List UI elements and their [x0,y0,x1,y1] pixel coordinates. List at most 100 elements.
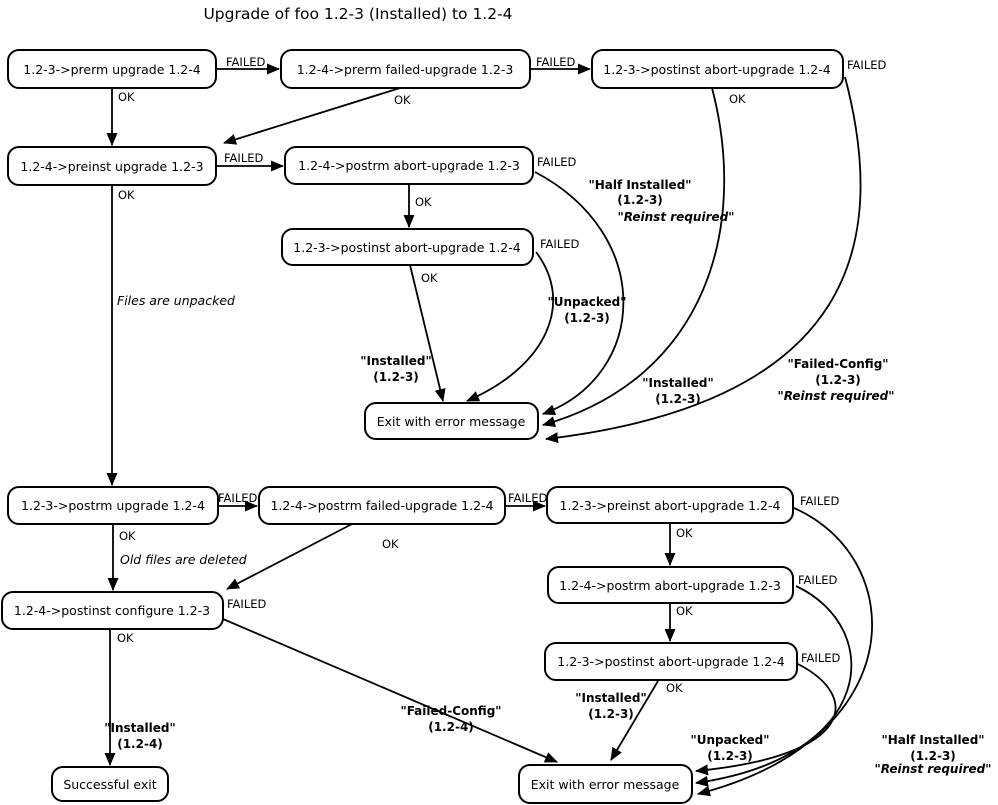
note-old-files-deleted: Old files are deleted [120,552,247,567]
edge-label-failed: FAILED [224,151,263,165]
edge-prermfailed-ok [223,87,401,145]
node-postinst-abort-top-label: 1.2-3->postinst abort-upgrade 1.2-4 [603,62,830,77]
edge-label-ok: OK [394,93,411,107]
edge-label-failed: FAILED [801,651,840,665]
edge-label-ok: OK [666,681,683,695]
state-half-installed-bottom: "Half Installed" [881,733,984,747]
node-postinst-abort-mid: 1.2-3->postinst abort-upgrade 1.2-4 [281,228,534,266]
state-half-installed-mid: "Half Installed" [588,178,691,192]
node-postinst-abort-bottom-box [544,642,798,681]
node-exit-error-mid: Exit with error message [364,402,539,440]
node-postrm-upgrade-label: 1.2-3->postrm upgrade 1.2-4 [21,498,205,513]
node-postinst-configure: 1.2-4->postinst configure 1.2-3 [1,591,224,630]
state-installed-bottom-mid-version: (1.2-3) [588,707,634,721]
edge-label-failed: FAILED [218,491,257,505]
state-failed-config-mid-reinst: "Reinst required" [778,389,895,403]
edge-postinstconfigure-failed [222,618,558,763]
node-postrm-upgrade: 1.2-3->postrm upgrade 1.2-4 [7,486,219,525]
edge-label-failed: FAILED [536,55,575,69]
edge-label-failed: FAILED [798,573,837,587]
state-half-installed-bottom-reinst: "Reinst required" [875,762,992,776]
edge-label-failed: FAILED [537,155,576,169]
node-postrm-upgrade-box [7,486,219,525]
state-installed-mid-right: "Installed" [642,376,713,390]
node-successful-exit-label: Successful exit [63,777,156,792]
edge-preinstabort-failed [697,507,873,797]
state-unpacked-bottom-version: (1.2-3) [707,749,753,763]
state-installed-mid-left-version: (1.2-3) [373,370,419,384]
node-preinst-abort-box [546,486,794,524]
edge-postinstabortmid-failed [466,251,554,402]
node-preinst-upgrade-label: 1.2-4->preinst upgrade 1.2-3 [20,159,203,174]
note-files-unpacked: Files are unpacked [117,293,235,308]
node-postrm-abort-bottom-box [547,566,794,604]
edge-label-ok: OK [415,195,432,209]
node-exit-error-bottom-box [518,764,693,804]
state-installed-mid-left: "Installed" [360,354,431,368]
edge-label-ok: OK [118,188,135,202]
edge-label-failed: FAILED [227,597,266,611]
edge-postrmabortmid-failed [534,171,625,415]
edge-label-ok: OK [729,92,746,106]
node-exit-error-bottom-label: Exit with error message [531,777,680,792]
edge-label-failed: FAILED [847,58,886,72]
node-postinst-abort-bottom: 1.2-3->postinst abort-upgrade 1.2-4 [544,642,798,681]
node-postinst-abort-top: 1.2-3->postinst abort-upgrade 1.2-4 [591,49,844,89]
node-postrm-abort-mid-box [284,146,534,185]
edge-label-ok: OK [382,537,399,551]
state-unpacked-mid-version: (1.2-3) [564,311,610,325]
state-half-installed-bottom-version: (1.2-3) [910,749,956,763]
node-postinst-abort-mid-label: 1.2-3->postinst abort-upgrade 1.2-4 [293,240,520,255]
node-postinst-abort-mid-box [281,228,534,266]
state-installed-mid-right-version: (1.2-3) [655,392,701,406]
node-prerm-upgrade-label: 1.2-3->prerm upgrade 1.2-4 [23,62,200,77]
node-successful-exit-box [51,766,169,802]
node-prerm-failed-upgrade: 1.2-4->prerm failed-upgrade 1.2-3 [280,49,531,89]
state-unpacked-bottom: "Unpacked" [691,733,770,747]
edge-label-ok: OK [421,271,438,285]
node-postrm-abort-mid-label: 1.2-4->postrm abort-upgrade 1.2-3 [298,158,520,173]
node-preinst-abort: 1.2-3->preinst abort-upgrade 1.2-4 [546,486,794,524]
edge-postinstaborttop-failed [545,76,862,444]
edge-postinstabortbottom-failed [695,663,837,776]
node-postrm-failed-upgrade-label: 1.2-4->postrm failed-upgrade 1.2-4 [270,498,493,513]
node-postinst-abort-top-box [591,49,844,89]
edge-postinstabortbottom-ok [610,680,659,761]
edge-label-ok: OK [676,604,693,618]
edge-label-ok: OK [117,631,134,645]
state-failed-config-bottom: "Failed-Config" [400,704,501,718]
edge-label-failed: FAILED [800,494,839,508]
node-preinst-abort-label: 1.2-3->preinst abort-upgrade 1.2-4 [560,498,781,513]
node-postrm-failed-upgrade-box [258,486,506,525]
edge-label-ok: OK [118,90,135,104]
edge-postrmfailedupgrade-ok [226,523,353,590]
node-postinst-abort-bottom-label: 1.2-3->postinst abort-upgrade 1.2-4 [557,654,784,669]
node-preinst-upgrade-box [7,146,217,186]
state-failed-config-mid: "Failed-Config" [787,357,888,371]
node-postrm-failed-upgrade: 1.2-4->postrm failed-upgrade 1.2-4 [258,486,506,525]
node-postrm-abort-bottom-label: 1.2-4->postrm abort-upgrade 1.2-3 [559,578,781,593]
node-exit-error-bottom: Exit with error message [518,764,693,804]
edge-postinstaborttop-ok [542,87,726,427]
node-prerm-failed-upgrade-box [280,49,531,89]
node-prerm-upgrade-box [7,49,217,89]
node-prerm-upgrade: 1.2-3->prerm upgrade 1.2-4 [7,49,217,89]
node-exit-error-mid-label: Exit with error message [377,414,526,429]
edge-label-failed: FAILED [540,237,579,251]
node-preinst-upgrade: 1.2-4->preinst upgrade 1.2-3 [7,146,217,186]
state-half-installed-mid-version: (1.2-3) [617,193,663,207]
state-unpacked-mid: "Unpacked" [548,295,627,309]
node-exit-error-mid-box [364,402,539,440]
edge-label-ok: OK [676,526,693,540]
state-failed-config-bottom-version: (1.2-4) [428,720,474,734]
state-half-installed-mid-reinst: "Reinst required" [618,210,735,224]
edge-label-failed: FAILED [226,55,265,69]
node-postinst-configure-box [1,591,224,630]
edge-postinstabortmid-ok [409,264,446,402]
state-installed-bottom-left-version: (1.2-4) [117,737,163,751]
state-installed-bottom-left: "Installed" [104,721,175,735]
edge-label-failed: FAILED [508,491,547,505]
edge-label-ok: OK [119,529,136,543]
